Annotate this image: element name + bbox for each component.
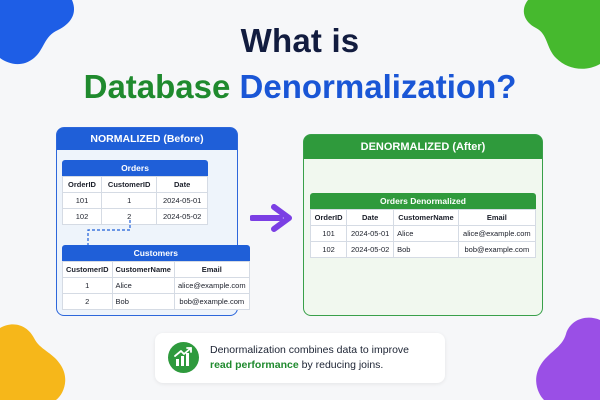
column-header: Email [457,209,537,226]
blue-corner-blob [0,0,75,65]
table-cell: 102 [61,208,103,225]
table-cell: 102 [309,241,348,258]
table-cell: 2024-05-02 [346,241,395,258]
column-header: CustomerID [101,176,158,193]
table-cell: Alice [111,277,175,294]
summary-text: Denormalization combines data to improve… [210,343,440,373]
column-header: CustomerName [111,261,175,278]
purple-corner-blob [536,317,600,400]
table-row: 1 Alice alice@example.com [62,277,250,294]
table-cell: 101 [61,192,103,209]
table-header-row: OrderID CustomerID Date [61,176,208,193]
relationship-connector [87,220,131,246]
column-header: OrderID [61,176,103,193]
table-row: 2 Bob bob@example.com [62,293,250,310]
orders-table: Orders OrderID CustomerID Date 101 1 202… [61,160,208,225]
table-row: 101 2024-05-01 Alice alice@example.com [309,225,537,242]
table-cell: 101 [309,225,348,242]
summary-highlight: read performance [210,359,299,371]
table-row: 102 2 2024-05-02 [61,208,208,225]
table-cell: 2024-05-02 [156,208,208,225]
column-header: Date [156,176,208,193]
column-header: Email [173,261,250,278]
table-cell: 2 [101,208,158,225]
table-cell: 1 [101,192,158,209]
customers-table-title: Customers [62,245,250,261]
normalized-panel-header: NORMALIZED (Before) [57,128,237,150]
table-header-row: OrderID Date CustomerName Email [309,209,537,226]
table-cell: Bob [111,293,175,310]
table-row: 101 1 2024-05-01 [61,192,208,209]
summary-callout: Denormalization combines data to improve… [155,333,445,383]
title-word-database: Database [83,68,231,105]
column-header: CustomerID [62,261,113,278]
table-cell: 2 [62,293,113,310]
orders-denormalized-table: Orders Denormalized OrderID Date Custome… [309,193,537,258]
green-corner-blob [523,0,600,69]
table-cell: 1 [62,277,113,294]
customers-table: Customers CustomerID CustomerName Email … [62,245,250,310]
denormalized-panel-header: DENORMALIZED (After) [304,135,542,159]
orders-denormalized-table-title: Orders Denormalized [310,193,536,209]
table-cell: bob@example.com [457,241,537,258]
table-cell: alice@example.com [457,225,537,242]
table-cell: Alice [393,225,459,242]
growth-chart-icon [168,342,199,373]
column-header: CustomerName [393,209,459,226]
summary-text-part1: Denormalization combines data to improve [210,344,410,356]
column-header: Date [346,209,395,226]
table-row: 102 2024-05-02 Bob bob@example.com [309,241,537,258]
page-title-line1: What is [240,22,360,59]
transform-arrow-icon [250,204,292,232]
summary-text-part2: by reducing joins. [301,359,384,371]
column-header: OrderID [309,209,348,226]
table-cell: alice@example.com [173,277,250,294]
table-cell: 2024-05-01 [156,192,208,209]
table-cell: 2024-05-01 [346,225,395,242]
yellow-corner-blob [0,324,66,400]
table-cell: Bob [393,241,459,258]
page-title-line2: Database Denormalization? [0,68,600,106]
table-cell: bob@example.com [173,293,250,310]
title-word-denormalization: Denormalization? [239,68,517,105]
table-header-row: CustomerID CustomerName Email [62,261,250,278]
orders-table-title: Orders [62,160,208,176]
